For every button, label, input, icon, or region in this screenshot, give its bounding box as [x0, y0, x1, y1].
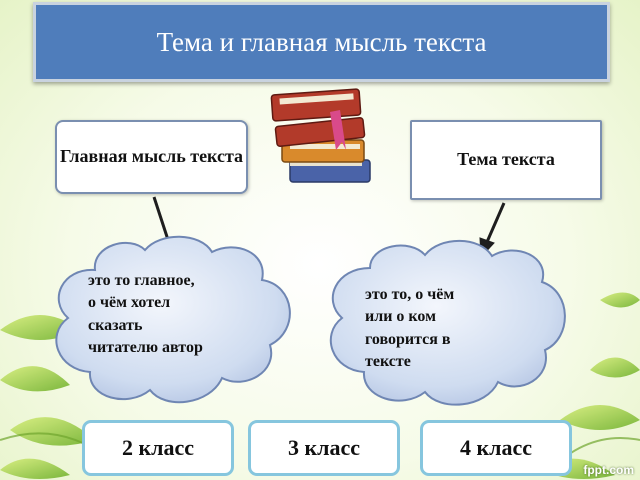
definition-line: читателю автор: [88, 339, 203, 357]
main-idea-box: Главная мысль текста: [55, 120, 248, 194]
topic-definition: это то, о чём или о ком говорится в текс…: [365, 284, 505, 374]
definition-line: говорится в: [365, 330, 451, 348]
main-idea-definition: это то главное, о чём хотел сказать чита…: [88, 270, 248, 360]
topic-label: Тема текста: [457, 149, 555, 170]
definition-line: это то главное,: [88, 272, 195, 289]
page-title: Тема и главная мысль текста: [33, 2, 610, 82]
definition-line: сказать: [88, 316, 143, 334]
grade-4-button[interactable]: 4 класс: [420, 420, 572, 476]
definition-line: о чём хотел: [88, 294, 171, 312]
grade-label: 4 класс: [459, 435, 533, 460]
watermark: fppt.com: [583, 463, 634, 477]
topic-box: Тема текста: [410, 120, 602, 200]
grade-label: 3 класс: [287, 435, 361, 460]
cloud-right: [330, 239, 566, 406]
stack-of-books-icon: [270, 88, 371, 183]
definition-line: тексте: [365, 353, 411, 371]
grade-2-button[interactable]: 2 класс: [82, 420, 234, 476]
cloud-left: [55, 235, 291, 404]
definition-line: или о ком: [365, 308, 437, 326]
main-idea-label: Главная мысль текста: [59, 146, 244, 167]
grade-label: 2 класс: [121, 435, 195, 460]
grade-3-button[interactable]: 3 класс: [248, 420, 400, 476]
definition-line: это то, о чём: [365, 286, 455, 303]
